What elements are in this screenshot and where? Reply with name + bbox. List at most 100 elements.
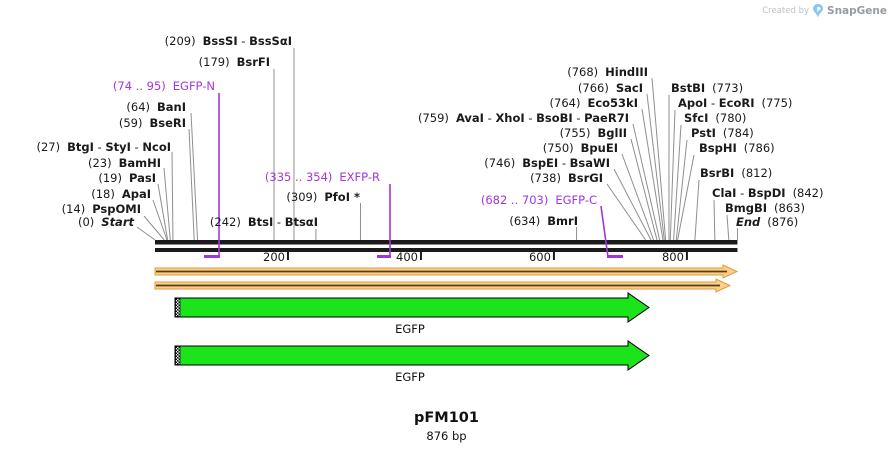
ruler-tick	[419, 252, 422, 260]
site-name: BsrFI	[236, 55, 270, 69]
site-label: (179)BsrFI	[199, 56, 270, 69]
site-position: (876)	[767, 215, 799, 229]
site-position: (773)	[712, 81, 744, 95]
site-name: BamHI	[118, 156, 161, 170]
orf-arrow	[154, 278, 732, 293]
cds-label: EGFP	[395, 322, 425, 336]
site-label: (64)BanI	[126, 101, 186, 114]
site-position: (750)	[542, 141, 574, 155]
site-label: (766) SacI	[578, 82, 643, 95]
site-name: Eco53kI	[587, 96, 638, 110]
title-block: pFM101 876 bp	[0, 410, 893, 443]
primer-label: (335 .. 354) EXFP-R	[265, 171, 380, 184]
site-name: PspOMI	[92, 202, 141, 216]
site-line	[669, 109, 676, 241]
site-line	[630, 138, 658, 241]
site-name: BspEI - BsaWI	[522, 156, 610, 170]
site-line	[677, 154, 695, 241]
site-position: (738)	[530, 171, 561, 185]
site-line	[606, 183, 647, 241]
site-line	[143, 215, 165, 241]
primer-name: EGFP-C	[555, 193, 597, 207]
site-line	[171, 151, 174, 241]
site-label: (0)Start	[78, 216, 134, 229]
plasmid-length: 876 bp	[426, 429, 467, 443]
site-line	[641, 108, 664, 241]
site-name: PasI	[128, 171, 156, 185]
site-line	[136, 226, 156, 241]
site-name: HindIII	[605, 65, 648, 79]
ruler-tick	[552, 252, 555, 260]
cds-arrow	[174, 340, 650, 371]
site-label: (27)BtgI - StyI - NcoI	[36, 141, 171, 154]
site-position: (766)	[577, 81, 609, 95]
site-label: (746) BspEI - BsaWI	[484, 157, 610, 170]
site-name: SfcI	[684, 111, 709, 125]
site-name: BstBI	[671, 81, 706, 95]
site-label: SfcI(780)	[684, 112, 746, 125]
site-line	[694, 179, 700, 241]
site-label: (209)BssSI - BssSαI	[165, 35, 292, 48]
site-position: (14)	[61, 202, 86, 216]
site-line	[726, 214, 730, 241]
site-position: (863)	[774, 201, 805, 215]
ruler-tick	[286, 252, 289, 260]
site-line	[651, 77, 667, 241]
ruler-tick-label: 800	[662, 250, 684, 264]
site-line	[673, 124, 682, 241]
site-name: AvaI - XhoI - BsoBI - PaeR7I	[455, 111, 629, 125]
site-position: (242)	[209, 215, 241, 229]
site-position: (18)	[91, 187, 115, 201]
site-name: ApoI - EcoRI	[678, 96, 755, 110]
site-label: (755)BglII	[560, 127, 627, 140]
site-position: (768)	[567, 65, 599, 79]
site-position: (764)	[549, 96, 581, 110]
site-label: (14) PspOMI	[62, 203, 141, 216]
site-position: (786)	[743, 141, 775, 155]
site-line	[621, 153, 655, 241]
primer-bar	[377, 255, 391, 258]
site-line	[613, 168, 652, 241]
site-label: (19)PasI	[98, 172, 156, 185]
site-label: ClaI - BspDI(842)	[712, 187, 824, 200]
ruler-tick-label: 400	[396, 250, 418, 264]
site-label: BspHI(786)	[699, 142, 775, 155]
site-name: Start	[101, 215, 134, 229]
primer-name: EXFP-R	[339, 170, 380, 184]
plasmid-name: pFM101	[414, 410, 479, 426]
primer-range: (335 .. 354)	[264, 170, 333, 184]
site-name: BpuEI	[580, 141, 618, 155]
primer-bar	[607, 255, 623, 258]
site-name: ClaI - BspDI	[712, 186, 786, 200]
site-label: End(876)	[736, 216, 798, 229]
cds-arrow	[174, 292, 650, 323]
primer-label: (74 .. 95)EGFP-N	[113, 80, 215, 93]
primer-range: (74 .. 95)	[112, 79, 166, 93]
site-position: (759)	[418, 111, 449, 125]
ruler-tick-label: 200	[263, 250, 285, 264]
site-position: (812)	[741, 166, 773, 180]
site-label: ApoI - EcoRI(775)	[678, 97, 792, 110]
site-position: (746)	[484, 156, 516, 170]
site-name: BtsI - BtsαI	[247, 215, 318, 229]
site-line	[188, 128, 195, 241]
site-label: BsrBI (812)	[700, 167, 772, 180]
site-label: (634)BmrI	[509, 215, 578, 228]
site-label: (242) BtsI - BtsαI	[210, 216, 318, 229]
site-name: BanI	[157, 100, 186, 114]
orf-arrow	[154, 264, 739, 279]
site-name: BssSI - BssSαI	[202, 34, 292, 48]
site-name: BtgI - StyI - NcoI	[67, 140, 171, 154]
ruler-top-bar	[155, 240, 738, 245]
primer-bar	[204, 255, 220, 258]
ruler-bottom-bar	[155, 248, 738, 252]
site-name: BglII	[597, 126, 628, 140]
site-line	[713, 199, 716, 241]
site-name: PfoI *	[324, 190, 360, 204]
site-label: PstI(784)	[691, 127, 754, 140]
site-name: BsrBI	[700, 166, 735, 180]
site-name: SacI	[615, 81, 643, 95]
site-label: (59)BseRI	[119, 117, 186, 130]
site-line	[190, 112, 199, 241]
